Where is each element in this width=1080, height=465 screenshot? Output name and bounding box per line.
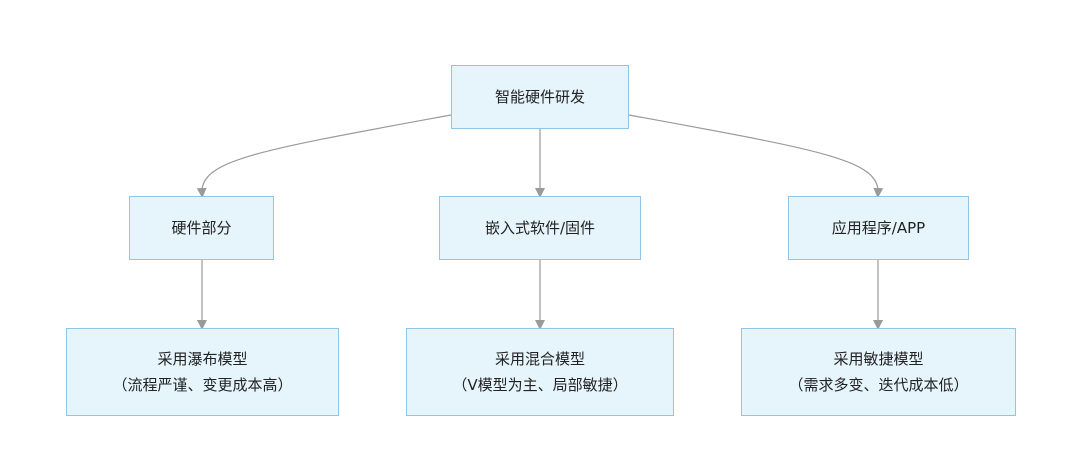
root-node: 智能硬件研发 (451, 65, 629, 129)
hybrid-model-node: 采用混合模型 （V模型为主、局部敏捷） (406, 328, 674, 416)
agile-model-node: 采用敏捷模型 （需求多变、迭代成本低） (741, 328, 1016, 416)
root-node-label: 智能硬件研发 (494, 88, 585, 106)
app-node: 应用程序/APP (788, 196, 969, 260)
hardware-node: 硬件部分 (129, 196, 274, 260)
hybrid-model-note: （V模型为主、局部敏捷） (452, 376, 628, 394)
app-node-label: 应用程序/APP (831, 219, 926, 237)
waterfall-model-node: 采用瀑布模型 （流程严谨、变更成本高） (66, 328, 339, 416)
hardware-node-label: 硬件部分 (171, 219, 232, 237)
firmware-node-label: 嵌入式软件/固件 (484, 219, 596, 237)
edge-root-to-app (628, 114, 884, 198)
agile-model-title: 采用敏捷模型 (833, 350, 924, 368)
waterfall-model-title: 采用瀑布模型 (157, 350, 248, 368)
waterfall-model-note: （流程严谨、变更成本高） (112, 376, 293, 394)
edge-root-to-hardware (196, 114, 452, 198)
firmware-node: 嵌入式软件/固件 (439, 196, 641, 260)
hybrid-model-title: 采用混合模型 (494, 350, 585, 368)
agile-model-note: （需求多变、迭代成本低） (788, 376, 969, 394)
